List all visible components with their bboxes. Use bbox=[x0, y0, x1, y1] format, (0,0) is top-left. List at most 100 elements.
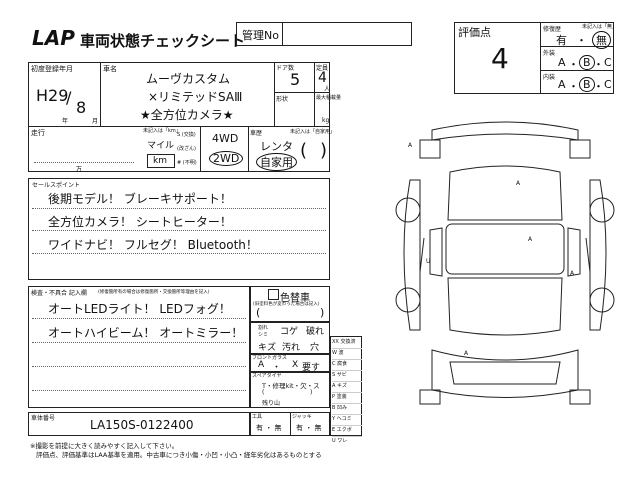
registration-month-unit: 月 bbox=[92, 118, 99, 125]
spare-tire-label: スペアタイヤ bbox=[252, 373, 282, 379]
front-glass-a[interactable]: A bbox=[258, 360, 265, 370]
kanri-box bbox=[236, 22, 412, 46]
info-table bbox=[28, 62, 330, 172]
spare-tire-remaining: 残り山 bbox=[262, 400, 281, 407]
spare-tire-box bbox=[250, 372, 330, 408]
sales-label: セールスポイント bbox=[32, 182, 81, 189]
damage-key-4: キズ bbox=[258, 343, 277, 353]
diagram-mark-u: U bbox=[426, 258, 431, 265]
color-note: (旧塗料色が変わった場合は記入) bbox=[253, 302, 320, 307]
registration-year-unit: 年 bbox=[62, 118, 69, 125]
chassis-box bbox=[28, 412, 250, 436]
registration-era[interactable]: H29 bbox=[36, 86, 69, 105]
naisou-b[interactable]: B bbox=[579, 77, 595, 92]
front-glass-x[interactable]: X bbox=[292, 360, 299, 370]
front-glass-sep: ・ bbox=[272, 363, 282, 373]
drive-2wd[interactable]: 2WD bbox=[209, 151, 244, 166]
max-load-unit: kg bbox=[322, 117, 330, 124]
color-box bbox=[250, 286, 330, 322]
naisou-sep2: ・ bbox=[593, 80, 604, 93]
mileage-s: S (交換) bbox=[177, 132, 196, 138]
shufuku-label: 修復歴 bbox=[543, 26, 562, 33]
drive-4wd[interactable]: 4WD bbox=[212, 132, 239, 145]
mileage-km-box[interactable] bbox=[147, 154, 175, 168]
legend-item: U ワレ bbox=[332, 438, 348, 444]
footer-line-1: ※撮影を前提に大きく読みやすく記入して下さい。 bbox=[30, 442, 179, 450]
mileage-mile[interactable]: マイル bbox=[147, 141, 175, 151]
kanri-label: 管理No bbox=[242, 29, 279, 42]
damage-key-1: 割れシミ bbox=[258, 325, 269, 338]
usage-rental[interactable]: レンタ bbox=[260, 140, 293, 153]
damage-key-2: コゲ bbox=[280, 327, 299, 337]
chassis-value[interactable]: LA150S-0122400 bbox=[90, 418, 194, 432]
usage-label: 車歴 bbox=[250, 130, 263, 137]
usage-private[interactable]: 自家用 bbox=[256, 153, 297, 171]
damage-key-6: 穴 bbox=[310, 343, 320, 353]
inspection-line-1[interactable]: オートLEDライト！ LEDフォグ！ bbox=[48, 302, 231, 316]
damage-key-3: 破れ bbox=[306, 327, 325, 337]
sales-line-2[interactable]: 全方位カメラ！ シートヒーター！ bbox=[48, 215, 232, 229]
registration-label: 初度登録年月 bbox=[31, 65, 73, 73]
legend-box bbox=[330, 336, 362, 436]
spare-tire-value[interactable]: T・修理kit・欠・ス bbox=[262, 382, 320, 390]
damage-key-box bbox=[250, 322, 330, 354]
legend-item: E エクボ bbox=[332, 426, 362, 437]
legend-item: A キズ bbox=[332, 382, 362, 393]
front-glass-need: 要す bbox=[302, 363, 321, 373]
vehicle-name-line2[interactable]: ×リミテッドSAⅢ bbox=[148, 90, 243, 104]
inspection-line-2[interactable]: オートハイビーム！ オートミラー！ bbox=[48, 326, 244, 340]
jack-value[interactable]: 有 ・ 無 bbox=[296, 424, 322, 432]
legend-list: XX 交換済 W 波 C 腐食 S サビ A キズ P 塗装 B 凹み Y ヘコ… bbox=[332, 338, 362, 445]
usage-note: 未記入は「自家用」 bbox=[290, 129, 336, 135]
mileage-label: 走行 bbox=[31, 129, 45, 137]
diagram-mark-a-4: A bbox=[464, 350, 469, 357]
mileage-unit-note: 未記入は「km」 bbox=[143, 128, 181, 134]
legend-item: W 波 bbox=[332, 349, 362, 360]
legend-item: XX 交換済 bbox=[332, 338, 362, 349]
max-load-label: 最大積載量 bbox=[316, 95, 342, 101]
gaisou-sep1: ・ bbox=[568, 58, 579, 71]
mileage-km[interactable]: km bbox=[153, 156, 167, 166]
capacity-value[interactable]: 4 bbox=[318, 70, 327, 86]
tool-value[interactable]: 有 ・ 無 bbox=[256, 424, 282, 432]
damage-key-5: 汚れ bbox=[282, 343, 301, 353]
shufuku-no[interactable]: 無 bbox=[592, 31, 611, 49]
legend-item: Y ヘコミ bbox=[332, 415, 362, 426]
gaisou-c[interactable]: C bbox=[604, 56, 612, 69]
diagram-mark-a-3: A bbox=[528, 236, 533, 243]
naisou-c[interactable]: C bbox=[604, 78, 612, 91]
color-paren-close: ) bbox=[320, 306, 325, 319]
car-diagram: A A A A A U bbox=[380, 100, 630, 440]
grade-label: 評価点 bbox=[458, 26, 491, 39]
chassis-label: 車体番号 bbox=[31, 415, 56, 422]
capacity-label: 定員 bbox=[316, 65, 329, 72]
grade-value[interactable]: 4 bbox=[491, 42, 509, 75]
sheet-title: 車両状態チェックシート bbox=[80, 32, 246, 50]
color-checkbox[interactable] bbox=[268, 289, 279, 300]
vehicle-name-line3[interactable]: ★全方位カメラ★ bbox=[140, 108, 234, 122]
sales-line-1[interactable]: 後期モデル！ ブレーキサポート！ bbox=[48, 192, 232, 206]
gaisou-a[interactable]: A bbox=[558, 56, 566, 69]
spare-tire-paren-open: ( bbox=[262, 389, 265, 396]
diagram-mark-a-1: A bbox=[408, 142, 413, 149]
shufuku-sep: ・ bbox=[576, 34, 587, 47]
color-paren-open: ( bbox=[256, 306, 261, 319]
mileage-kai: (改ざん) bbox=[177, 146, 196, 152]
gaisou-b[interactable]: B bbox=[579, 55, 595, 70]
naisou-sep1: ・ bbox=[568, 80, 579, 93]
shufuku-yes[interactable]: 有 bbox=[556, 34, 567, 47]
diagram-mark-a-5: A bbox=[570, 270, 575, 277]
naisou-a[interactable]: A bbox=[558, 78, 566, 91]
inspection-label-note: (修復箇所有の場合は修復箇所・交換箇所等理由を記入) bbox=[98, 290, 210, 295]
legend-item: P 塗装 bbox=[332, 393, 362, 404]
vehicle-name-line1[interactable]: ムーヴカスタム bbox=[146, 72, 231, 86]
registration-month[interactable]: 8 bbox=[76, 98, 87, 117]
capacity-unit: 人 bbox=[324, 86, 331, 93]
legend-item: B 凹み bbox=[332, 404, 362, 415]
usage-paren-open: ( bbox=[300, 140, 308, 161]
doors-value[interactable]: 5 bbox=[290, 70, 301, 89]
legend-item: S サビ bbox=[332, 371, 362, 382]
sales-line-3[interactable]: ワイドナビ！ フルセグ！ Bluetooth！ bbox=[48, 238, 258, 252]
vehicle-name-label: 車名 bbox=[103, 65, 117, 73]
jack-label: ジャッキ bbox=[292, 414, 312, 420]
